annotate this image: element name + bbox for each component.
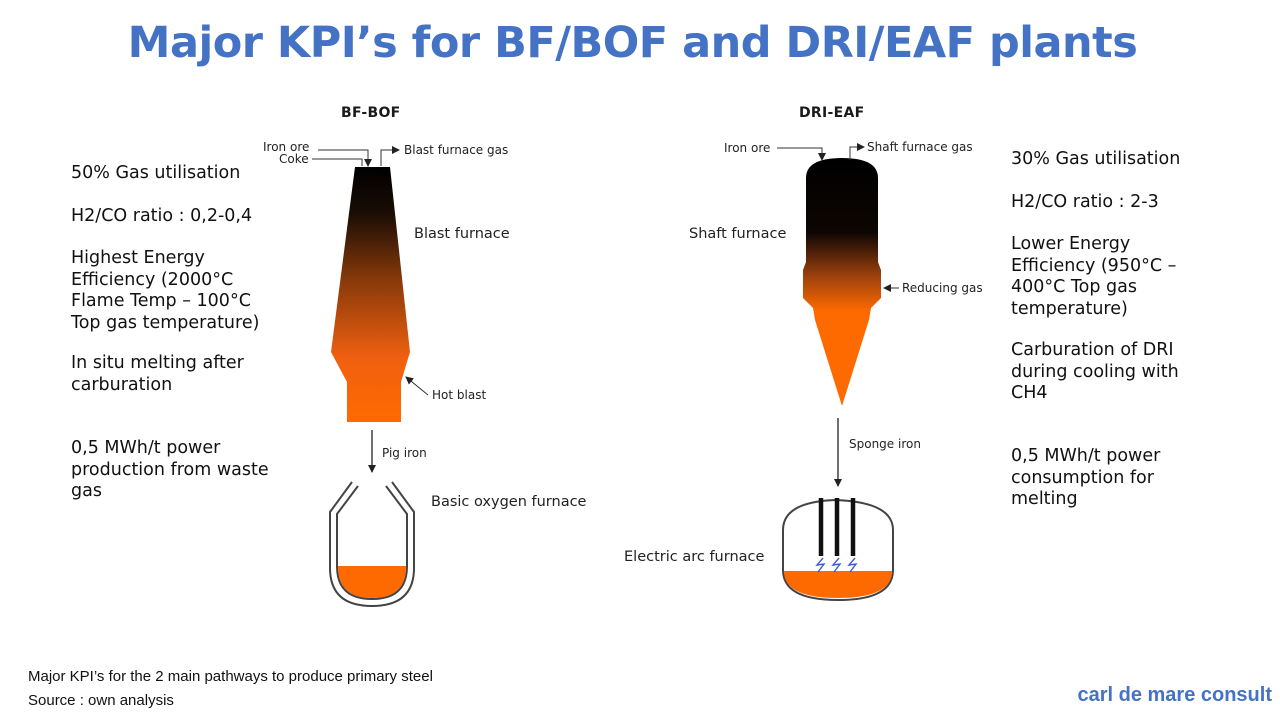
footer-caption: Major KPI’s for the 2 main pathways to p… xyxy=(28,668,433,685)
blast-furnace-shape xyxy=(331,167,410,422)
bf-bof-kpi-1: 50% Gas utilisation xyxy=(71,163,241,183)
label-blast-furnace-gas: Blast furnace gas xyxy=(404,143,509,157)
footer-source: Source : own analysis xyxy=(28,692,174,709)
label-sponge-iron: Sponge iron xyxy=(849,437,921,451)
dri-iron-ore-feed-line xyxy=(777,147,826,161)
shaft-furnace-shape xyxy=(803,158,881,406)
label-blast-furnace: Blast furnace xyxy=(414,226,510,242)
bf-bof-kpi-2: H2/CO ratio : 0,2-0,4 xyxy=(71,206,253,226)
bf-bof-kpi-4: In situ melting after carburation xyxy=(71,353,244,395)
bf-bof-heading: BF-BOF xyxy=(341,105,401,121)
bf-gas-outlet-line xyxy=(380,146,400,166)
label-hot-blast: Hot blast xyxy=(432,388,487,402)
label-pig-iron: Pig iron xyxy=(382,446,427,460)
dri-eaf-kpi-4: Carburation of DRI during cooling with C… xyxy=(1011,340,1179,403)
page-title: Major KPI’s for BF/BOF and DRI/EAF plant… xyxy=(127,18,1138,68)
bf-bof-kpi-3: Highest Energy Efficiency (2000°C Flame … xyxy=(71,248,260,333)
label-basic-oxygen-furnace: Basic oxygen furnace xyxy=(431,494,587,510)
hot-blast-pointer xyxy=(405,376,429,396)
label-dri-iron-ore: Iron ore xyxy=(724,141,771,155)
label-shaft-furnace: Shaft furnace xyxy=(689,226,787,242)
label-reducing-gas: Reducing gas xyxy=(902,281,983,295)
shaft-gas-outlet-line xyxy=(849,143,865,160)
basic-oxygen-furnace-shape xyxy=(329,481,415,608)
dri-eaf-kpi-3: Lower Energy Efficiency (950°C – 400°C T… xyxy=(1011,234,1177,319)
label-shaft-furnace-gas: Shaft furnace gas xyxy=(867,140,973,154)
label-coke: Coke xyxy=(279,152,309,166)
brand-logo-text: carl de mare consult xyxy=(1077,684,1272,706)
label-iron-ore: Iron ore xyxy=(263,140,310,154)
dri-eaf-heading: DRI-EAF xyxy=(799,105,865,121)
dri-eaf-kpi-2: H2/CO ratio : 2-3 xyxy=(1011,192,1159,212)
label-electric-arc-furnace: Electric arc furnace xyxy=(624,549,765,565)
dri-eaf-kpi-5: 0,5 MWh/t power consumption for melting xyxy=(1011,446,1161,509)
bf-bof-kpi-5: 0,5 MWh/t power production from waste ga… xyxy=(71,438,269,501)
dri-eaf-kpi-1: 30% Gas utilisation xyxy=(1011,149,1181,169)
coke-feed-line xyxy=(312,158,363,166)
electric-arc-furnace-shape xyxy=(782,498,894,602)
iron-ore-feed-line xyxy=(318,149,372,167)
